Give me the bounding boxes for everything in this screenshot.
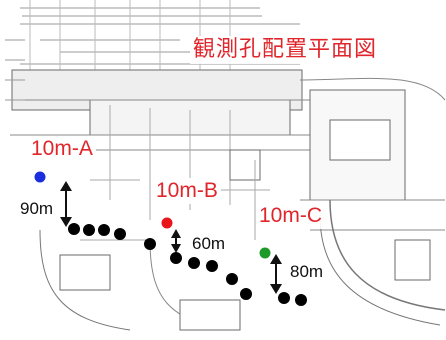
trace-dot	[188, 257, 200, 269]
trace-dot	[226, 273, 238, 285]
distance-label-b: 60m	[190, 234, 228, 254]
trace-dot	[68, 223, 80, 235]
trace-dot	[144, 238, 156, 250]
well-marker-b	[161, 217, 173, 229]
trace-dot	[278, 292, 290, 304]
map-title: 観測孔配置平面図	[190, 36, 381, 64]
well-label-a: 10m-A	[28, 136, 96, 162]
trace-dots	[68, 223, 307, 306]
distance-arrow-a	[60, 181, 72, 227]
trace-dot	[114, 228, 126, 240]
distance-label-a: 90m	[18, 199, 56, 219]
trace-dot	[170, 252, 182, 264]
well-label-b: 10m-B	[153, 178, 221, 204]
trace-dot	[240, 288, 252, 300]
well-marker-a	[34, 171, 46, 183]
distance-arrow-b	[171, 229, 181, 253]
distance-arrow-c	[270, 254, 282, 294]
trace-dot	[206, 260, 218, 272]
trace-dot	[98, 224, 110, 236]
well-label-c: 10m-C	[256, 203, 326, 229]
distance-label-c: 80m	[288, 262, 326, 282]
well-marker-c	[259, 247, 271, 259]
trace-dot	[83, 224, 95, 236]
trace-dot	[295, 294, 307, 306]
